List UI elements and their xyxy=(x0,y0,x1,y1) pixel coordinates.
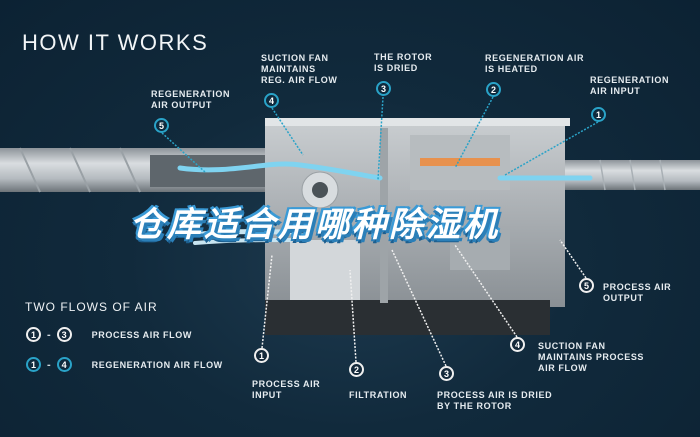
page-title: HOW IT WORKS xyxy=(22,30,209,55)
regen-callout-5: 5 xyxy=(154,118,169,133)
process-label-5: PROCESS AIR OUTPUT xyxy=(603,282,672,303)
legend-row-regeneration: 1 - 4 REGENERATION AIR FLOW xyxy=(26,357,223,372)
machine-body xyxy=(265,118,570,335)
regen-callout-2: 2 xyxy=(486,82,501,97)
legend-title: TWO FLOWS OF AIR xyxy=(25,300,158,314)
process-callout-3: 3 xyxy=(439,366,454,381)
regen-callout-1: 1 xyxy=(591,107,606,122)
legend-dash: - xyxy=(47,358,51,371)
process-callout-1: 1 xyxy=(254,348,269,363)
process-label-2: FILTRATION xyxy=(349,390,408,400)
overlay-title: 仓库适合用哪种除湿机 xyxy=(130,205,500,245)
legend-to-circle: 4 xyxy=(56,357,72,372)
regen-label-4: SUCTION FAN MAINTAINS REG. AIR FLOW xyxy=(261,53,338,85)
legend-to-circle: 3 xyxy=(56,327,72,342)
process-label-1: PROCESS AIR INPUT xyxy=(252,379,321,400)
process-label-4: SUCTION FAN MAINTAINS PROCESS AIR FLOW xyxy=(538,341,645,373)
regen-label-2: REGENERATION AIR IS HEATED xyxy=(485,53,585,74)
process-leaders xyxy=(261,239,587,367)
process-callout-2: 2 xyxy=(349,362,364,377)
regen-callout-3: 3 xyxy=(376,81,391,96)
regen-label-1: REGENERATION AIR INPUT xyxy=(590,75,670,96)
legend-row-process: 1 - 3 PROCESS AIR FLOW xyxy=(26,327,192,342)
air-flows xyxy=(177,161,593,245)
legend-from-circle: 1 xyxy=(26,327,41,342)
legend-from-circle: 1 xyxy=(26,357,41,372)
regen-label-3: THE ROTOR IS DRIED xyxy=(374,52,433,73)
process-callout-5: 5 xyxy=(579,278,594,293)
process-callout-4: 4 xyxy=(510,337,525,352)
right-duct xyxy=(565,159,700,191)
regeneration-leaders xyxy=(161,96,599,181)
process-label-3: PROCESS AIR IS DRIED BY THE ROTOR xyxy=(437,390,553,411)
legend-label: PROCESS AIR FLOW xyxy=(91,329,192,340)
regen-label-5: REGENERATION AIR OUTPUT xyxy=(151,89,231,110)
legend-dash: - xyxy=(47,328,51,341)
regen-callout-4: 4 xyxy=(264,93,279,108)
legend-label: REGENERATION AIR FLOW xyxy=(91,359,223,370)
